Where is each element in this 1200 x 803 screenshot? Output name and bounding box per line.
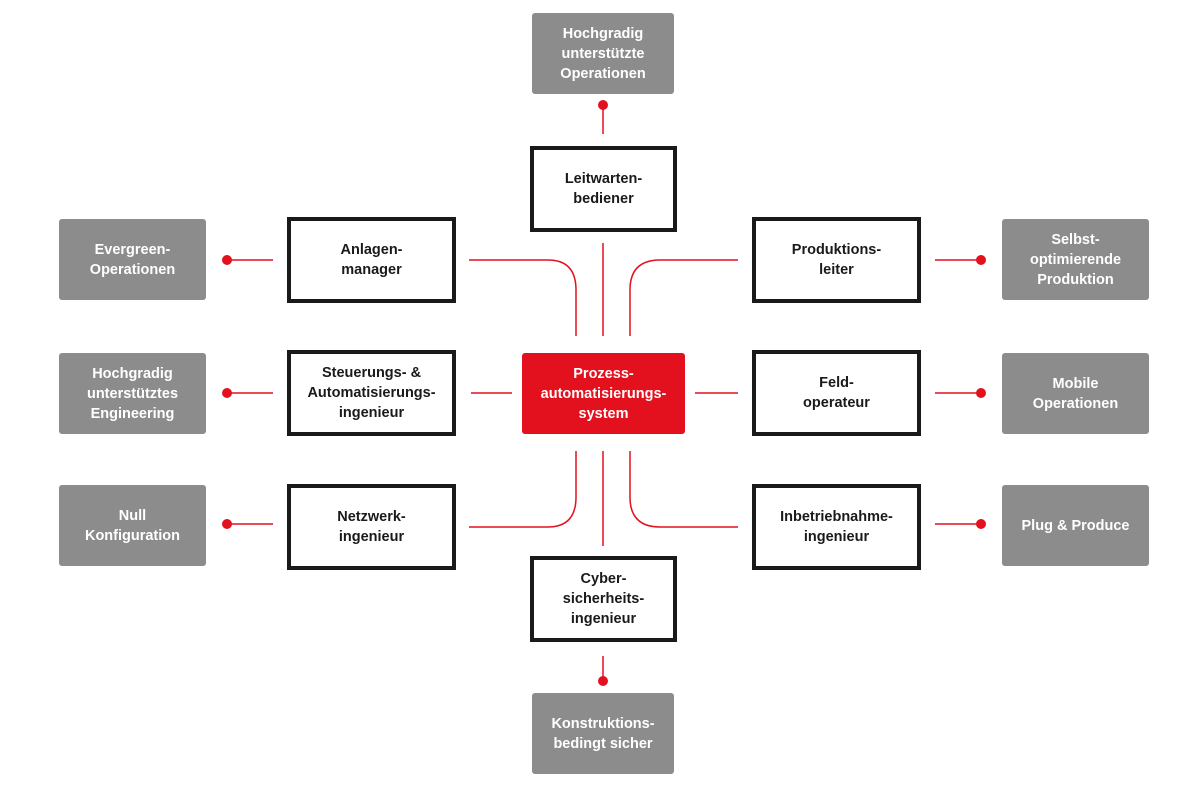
role-netzwerkingenieur: Netzwerk- ingenieur <box>287 484 456 570</box>
role-steuerungs-automatisierungsingenieur: Steuerungs- & Automatisierungs- ingenieu… <box>287 350 456 436</box>
role-inbetriebnahmeingenieur: Inbetriebnahme- ingenieur <box>752 484 921 570</box>
connector-dot-evergreen <box>222 255 232 265</box>
connector-dot-plug <box>976 519 986 529</box>
connector-produktions <box>629 259 738 336</box>
outcome-konstruktionsbedingt-sicher: Konstruktions- bedingt sicher <box>532 693 674 774</box>
outcome-hochgradig-unterstuetzte-operationen: Hochgradig unterstützte Operationen <box>532 13 674 94</box>
role-anlagenmanager: Anlagen- manager <box>287 217 456 303</box>
connector-dot-bottom <box>598 676 608 686</box>
outcome-plug-and-produce: Plug & Produce <box>1002 485 1149 566</box>
outcome-null-konfiguration: Null Konfiguration <box>59 485 206 566</box>
outcome-evergreen-operationen: Evergreen- Operationen <box>59 219 206 300</box>
outcome-selbstoptimierende-produktion: Selbst- optimierende Produktion <box>1002 219 1149 300</box>
connector-anlagen <box>469 259 577 336</box>
process-automation-system: Prozess- automatisierungs- system <box>522 353 685 434</box>
role-cybersicherheitsingenieur: Cyber- sicherheits- ingenieur <box>530 556 677 642</box>
connector-dot-null <box>222 519 232 529</box>
role-leitwartenbediener: Leitwarten- bediener <box>530 146 677 232</box>
role-feldoperateur: Feld- operateur <box>752 350 921 436</box>
outcome-hochgradig-unterstuetztes-engineering: Hochgradig unterstütztes Engineering <box>59 353 206 434</box>
connector-dot-top <box>598 100 608 110</box>
connector-dot-mobile <box>976 388 986 398</box>
connector-inbetriebnahme <box>629 451 738 528</box>
connector-netzwerk <box>469 451 577 528</box>
connector-dot-selbst <box>976 255 986 265</box>
connector-dot-engineering <box>222 388 232 398</box>
outcome-mobile-operationen: Mobile Operationen <box>1002 353 1149 434</box>
role-produktionsleiter: Produktions- leiter <box>752 217 921 303</box>
